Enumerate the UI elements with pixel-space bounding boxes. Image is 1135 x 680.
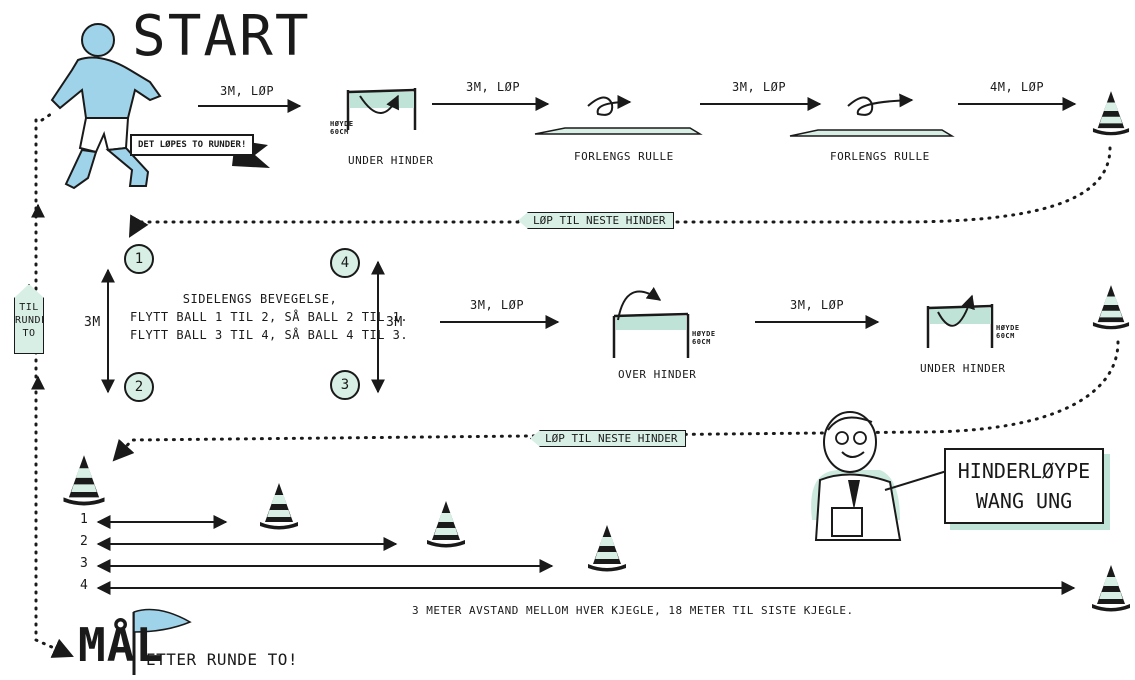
ball-2: 2 [124, 372, 154, 402]
arrow-label: 4M, LØP [990, 80, 1045, 94]
cone-icon [63, 455, 105, 506]
presenter-figure [811, 411, 951, 541]
instruction-line: FLYTT BALL 1 TIL 2, SÅ BALL 2 TIL 1. [130, 310, 409, 324]
hinder-label: UNDER HINDER [348, 154, 434, 167]
arrow-label: 3M, LØP [790, 298, 845, 312]
instruction-line: SIDELENGS BEVEGELSE, [182, 292, 338, 306]
sprint-number: 2 [80, 534, 89, 549]
board-line-1: HINDERLØYPE [957, 459, 1091, 483]
side-tag: TIL RUNDE TO [14, 284, 44, 354]
hinder-label: UNDER HINDER [920, 362, 1006, 375]
hinder-label: OVER HINDER [618, 368, 697, 381]
under-hinder-2 [926, 294, 994, 348]
roll-mat-1 [534, 95, 703, 135]
sprint-number: 1 [80, 512, 89, 527]
finish-flag-icon [132, 608, 192, 675]
distance-label: 3M [386, 315, 403, 330]
sprint-number: 3 [80, 556, 89, 571]
title-board: HINDERLØYPE WANG UNG [944, 448, 1104, 524]
cone-icon [1092, 565, 1130, 612]
roll-label: FORLENGS RULLE [830, 150, 930, 163]
connector-tag: LØP TIL NESTE HINDER [518, 212, 675, 229]
under-hinder-1 [346, 88, 417, 130]
hinder-height: HØYDE 60CM [692, 330, 716, 346]
ball-4: 4 [330, 248, 360, 278]
instruction-line: FLYTT BALL 3 TIL 4, SÅ BALL 4 TIL 3. [130, 328, 409, 342]
arrow-label: 3M, LØP [466, 80, 521, 94]
speech-label: DET LØPES TO RUNDER! [130, 134, 255, 156]
sprint-number: 4 [80, 578, 89, 593]
ball-3: 3 [330, 370, 360, 400]
cone-icon [260, 483, 298, 530]
cone-icon [588, 525, 626, 572]
arrow-label: 3M, LØP [470, 298, 525, 312]
finish-title: MÅL [78, 618, 165, 672]
arrow-label: 3M, LØP [732, 80, 787, 94]
over-hinder [612, 287, 690, 358]
finish-subtitle: ETTER RUNDE TO! [146, 650, 298, 669]
start-title: START [132, 4, 311, 69]
hinder-height: HØYDE 60CM [330, 120, 354, 136]
hinder-height: HØYDE 60CM [996, 324, 1020, 340]
cone-icon [427, 501, 465, 548]
player-figure [50, 23, 162, 190]
distance-label: 3M [84, 315, 101, 330]
roll-label: FORLENGS RULLE [574, 150, 674, 163]
connector-tag: LØP TIL NESTE HINDER [530, 430, 687, 447]
ball-1: 1 [124, 244, 154, 274]
sprint-note: 3 METER AVSTAND MELLOM HVER KJEGLE, 18 M… [412, 604, 854, 617]
board-line-2: WANG UNG [975, 489, 1073, 513]
arrow-label: 3M, LØP [220, 84, 275, 98]
cone-icon [1092, 91, 1130, 136]
roll-mat-2 [789, 93, 955, 137]
cone-icon [1092, 285, 1130, 330]
